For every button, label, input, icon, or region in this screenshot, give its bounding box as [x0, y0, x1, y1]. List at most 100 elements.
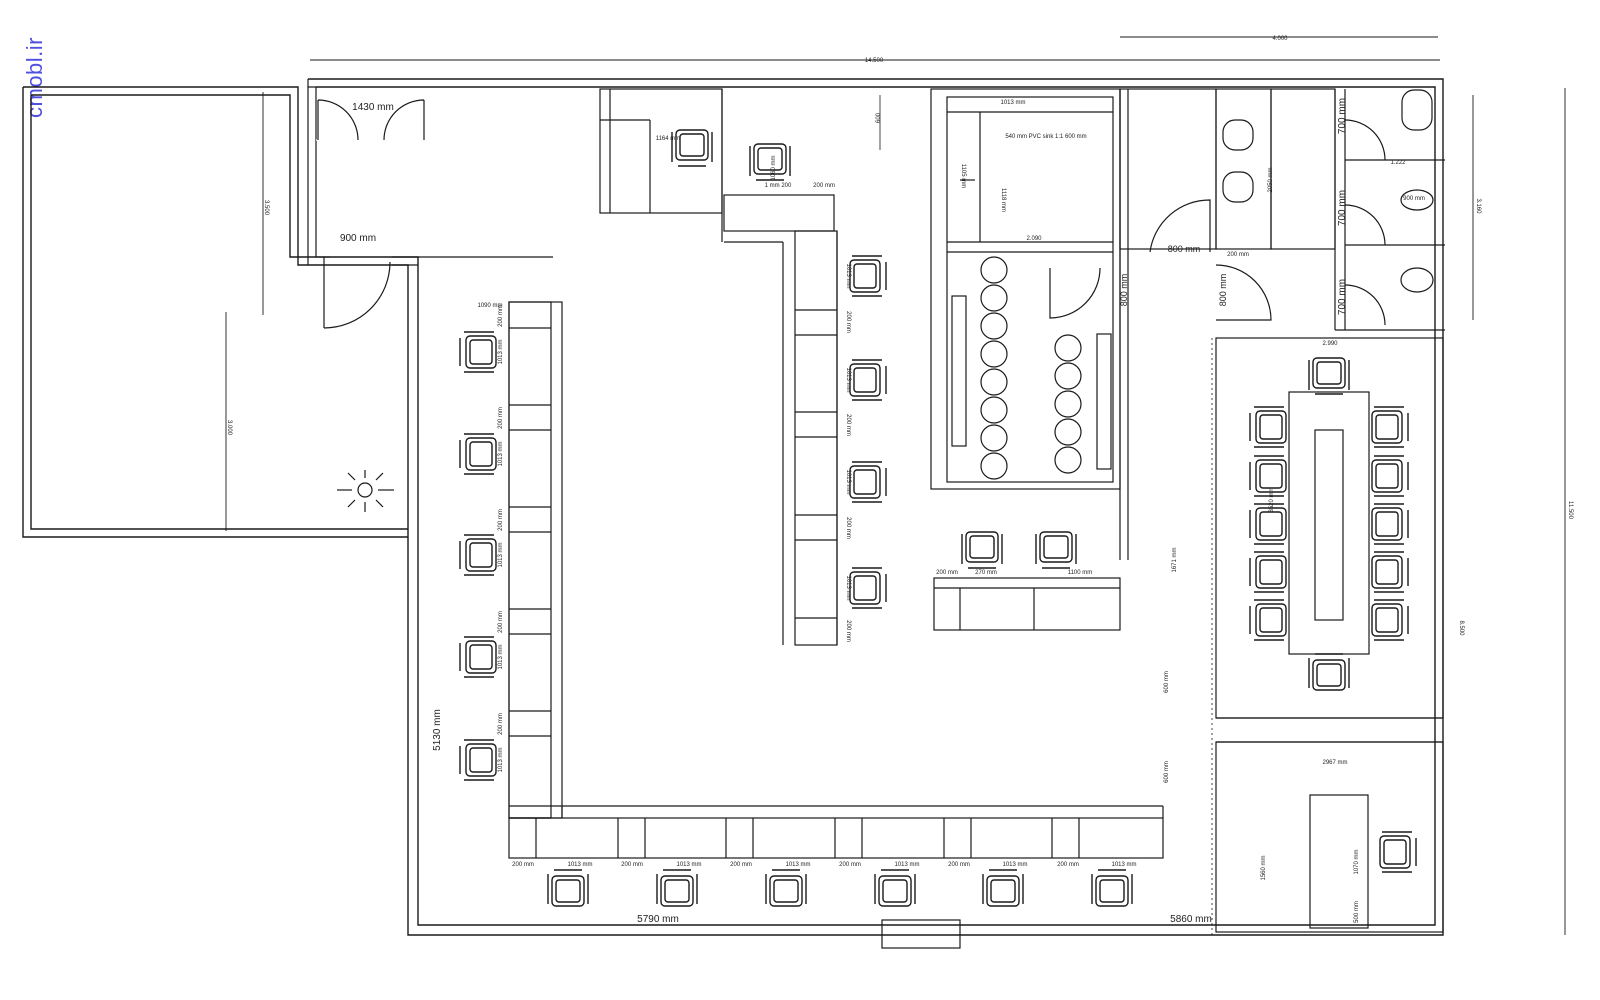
chair-center-row-1 — [849, 255, 887, 297]
chair-left-row-1 — [459, 331, 497, 373]
label-center-desk-1: 1013 mm — [845, 263, 851, 288]
label-kitchen-top: 1013 mm — [1000, 100, 1025, 106]
label-center-gap-2: 200 mm — [845, 414, 851, 436]
label-bottom-gap-2: 200 mm — [621, 862, 643, 868]
label-bottom-desk-5: 1013 mm — [1002, 862, 1027, 868]
chair-meeting-right-3 — [1371, 503, 1409, 545]
exterior-walls — [22, 78, 1444, 936]
chair-meeting-right-1 — [1371, 406, 1409, 448]
label-wc-stall-2: 700 mm — [1337, 190, 1348, 226]
label-counter-c: 1100 mm — [1068, 570, 1093, 576]
label-top-desk-a: 1164 mm — [656, 136, 681, 142]
left-room-dimension-lines — [225, 92, 264, 531]
reception-counter — [933, 89, 1129, 631]
chair-bottom-row-5 — [982, 869, 1024, 907]
label-bottom-desk-3: 1013 mm — [785, 862, 810, 868]
label-corridor-b: 600 mm — [1164, 671, 1170, 693]
label-manager-desk: 1070 mm — [1354, 849, 1360, 874]
chair-bottom-row-2 — [656, 869, 698, 907]
label-center-desk-4: 1013 mm — [845, 575, 851, 600]
label-left-desk-5: 1013 mm — [498, 747, 504, 772]
label-meeting-width: 2.990 — [1322, 341, 1338, 347]
chair-meeting-head-bottom — [1308, 653, 1350, 691]
label-bottom-desk-6: 1013 mm — [1111, 862, 1136, 868]
label-left-gap-3: 200 mm — [498, 509, 504, 531]
label-right-side-top: 3.160 — [1475, 198, 1481, 214]
chair-center-row-4 — [849, 567, 887, 609]
label-center-gap-4: 200 mm — [845, 620, 851, 642]
label-left-wall: 5130 mm — [432, 709, 443, 751]
office-chairs — [459, 129, 1417, 907]
label-left-desk-2: 1013 mm — [498, 441, 504, 466]
label-top-desk-b: 1060 mm — [771, 155, 777, 180]
label-bottom-desk-1: 1013 mm — [567, 862, 592, 868]
label-left-gap-1: 200 mm — [498, 305, 504, 327]
label-counter-a: 200 mm — [936, 570, 958, 576]
label-kitchen-door: 800 mm — [1119, 274, 1129, 307]
label-meeting-table: 3520 mm — [1269, 487, 1275, 512]
chair-meeting-left-4 — [1249, 551, 1287, 593]
label-corridor-c: 600 mm — [1164, 761, 1170, 783]
chair-meeting-left-1 — [1249, 406, 1287, 448]
chair-center-row-3 — [849, 461, 887, 503]
chair-meeting-head-top — [1308, 357, 1350, 395]
chair-meeting-right-4 — [1371, 551, 1409, 593]
chair-top-desk-2 — [749, 143, 791, 181]
label-counter-b: 270 mm — [975, 570, 997, 576]
label-corridor-a: 1671 mm — [1172, 547, 1178, 572]
label-left-desk-3: 1013 mm — [498, 542, 504, 567]
chair-manager — [1379, 831, 1417, 873]
label-manager-desk-small: 500 mm — [1354, 901, 1360, 923]
label-wc-basin: 900 mm — [1403, 196, 1425, 202]
chair-reception-1 — [961, 531, 1003, 569]
label-bottom-desk-4: 1013 mm — [894, 862, 919, 868]
manager-room — [1215, 741, 1444, 933]
label-left-gap-2: 200 mm — [498, 407, 504, 429]
dimension-labels: 14.500 4.000 1430 mm 900 mm 3.500 3.000 … — [226, 36, 1573, 925]
label-bottom-gap-5: 200 mm — [948, 862, 970, 868]
chair-top-desk-1 — [671, 129, 713, 167]
chair-bottom-row-6 — [1091, 869, 1133, 907]
dimension-lines — [310, 36, 1566, 935]
label-center-desk-3: 1013 mm — [845, 469, 851, 494]
label-lobby-door: 900 mm — [340, 233, 376, 244]
chair-meeting-right-2 — [1371, 455, 1409, 497]
label-corridor-bottom: 5860 mm — [1170, 914, 1212, 925]
label-top-right: 4.000 — [1272, 36, 1288, 42]
label-bottom-gap-3: 200 mm — [730, 862, 752, 868]
center-desk-row — [723, 194, 838, 646]
label-top-desk-e: 600 — [876, 112, 882, 123]
label-kitchen-left: 1105 mm — [960, 164, 966, 189]
label-bottom-gap-1: 200 mm — [512, 862, 534, 868]
entrance-lobby — [307, 87, 553, 329]
label-left-desk-top: 1090 mm — [477, 303, 502, 309]
label-left-room-depth: 3.500 — [263, 200, 269, 216]
label-wc-door-2: 800 mm — [1218, 274, 1228, 307]
label-manager-room: 2967 mm — [1322, 760, 1347, 766]
chair-center-row-2 — [849, 359, 887, 401]
label-kitchen-counter: 540 mm PVC sink 1:1 600 mm — [1005, 134, 1086, 140]
label-wc-gap: 1.222 — [1390, 160, 1406, 166]
label-kitchen-width: 2.090 — [1026, 236, 1042, 242]
label-center-desk-2: 1013 mm — [845, 367, 851, 392]
top-desk-block — [599, 88, 881, 242]
label-wc-vertical: 2050 mm — [1268, 167, 1274, 192]
chair-bottom-row-3 — [765, 869, 807, 907]
restroom-block — [1119, 88, 1445, 331]
label-right-side-mid: 8.500 — [1458, 620, 1464, 636]
label-wc-stall-1: 700 mm — [1337, 98, 1348, 134]
label-bottom-gap-4: 200 mm — [839, 862, 861, 868]
label-bottom-gap-6: 200 mm — [1057, 862, 1079, 868]
chair-left-row-5 — [459, 739, 497, 781]
label-left-gap-5: 200 mm — [498, 713, 504, 735]
left-desk-row — [508, 301, 563, 819]
label-top-desk-c: 1 mm 200 — [765, 183, 792, 189]
label-center-gap-1: 200 mm — [845, 311, 851, 333]
chair-left-row-2 — [459, 433, 497, 475]
label-left-desk-1: 1013 mm — [498, 339, 504, 364]
label-wc-width: 200 mm — [1227, 252, 1249, 258]
label-center-gap-3: 200 mm — [845, 517, 851, 539]
desk-dimension-labels: 200 mm 200 mm 200 mm 200 mm 200 mm 1013 mm 101… — [498, 263, 1137, 868]
meeting-room — [1215, 337, 1444, 743]
